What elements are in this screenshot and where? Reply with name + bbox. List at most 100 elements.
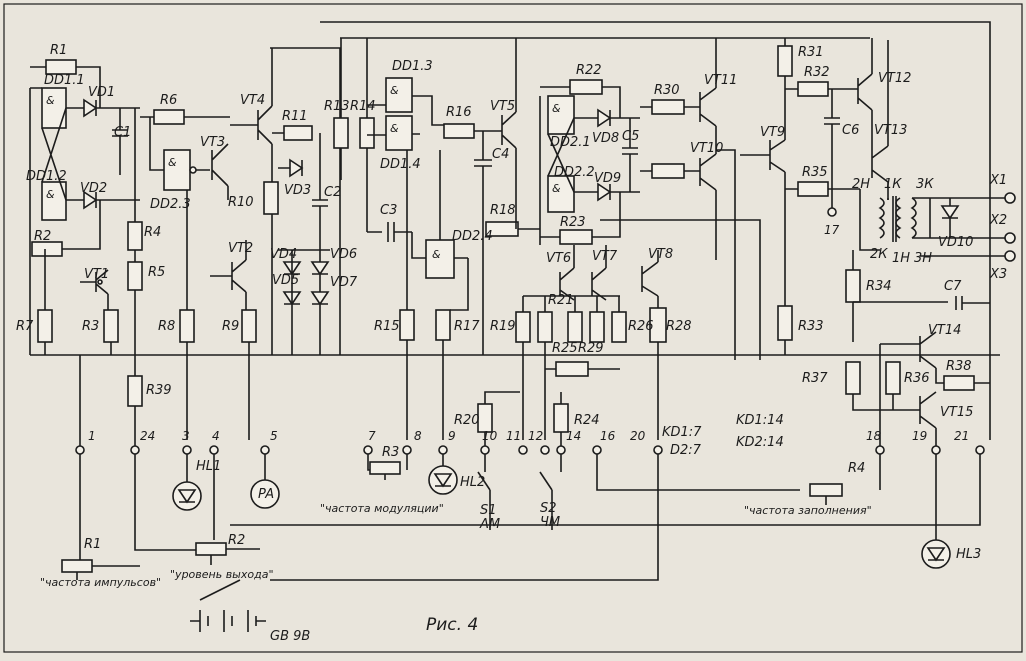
transformer-core [859, 189, 930, 251]
r6-resistor [153, 109, 185, 125]
labels-dd2-2-label: DD2.2 [554, 165, 595, 180]
s1-s2-switches[interactable] [477, 454, 562, 530]
knob-wipers [76, 474, 827, 580]
r17-resistor [435, 309, 451, 341]
labels-vt13-label: VT13 [874, 123, 907, 138]
r19-resistor [515, 311, 531, 343]
labels-r21-label: R21 [548, 293, 574, 308]
r31-r35-wires [784, 38, 860, 355]
labels-c7-label: C7 [944, 279, 962, 294]
r10-resistor [263, 181, 279, 215]
vt13-transistor [871, 40, 889, 200]
c4-capacitor [474, 131, 492, 355]
pins-11-label: 14 [566, 429, 581, 443]
labels-r10-label: R10 [228, 195, 254, 210]
vd9-diode [597, 182, 612, 202]
figure-notes-kd1-14-label: KD1:14 [736, 413, 784, 428]
c7-capacitor [852, 250, 990, 342]
output-wires [920, 197, 1006, 257]
pins-6-label: 8 [414, 429, 422, 443]
figure-caption-label: Рис. 4 [426, 615, 478, 635]
r38-resistor [943, 375, 975, 391]
vd1-diode [83, 98, 98, 118]
vt9-transistor [740, 139, 786, 306]
figure-notes-kd2-14-label: KD2:14 [736, 435, 784, 450]
pin-numbers: 1 24 3 4 5 7 8 9 10 11 12 14 16 20 18 19… [88, 223, 969, 443]
labels-dd2-1-label: DD2.1 [550, 135, 591, 150]
r26-resistor [611, 311, 627, 343]
lower-resistor-wires [484, 368, 620, 450]
figure-switches-s2-mode-label: ЧМ [540, 515, 560, 530]
vt4-feed [270, 47, 341, 355]
r14-resistor [359, 117, 375, 149]
r17-wires [442, 258, 469, 440]
r3-modulation-rate-knob[interactable] [369, 461, 401, 475]
labels-r37-label: R37 [802, 371, 828, 386]
dd2-3-wires [140, 116, 230, 171]
labels-vd6-label: VD6 [330, 247, 357, 262]
labels-c6-label: C6 [842, 123, 859, 138]
r4-fill-rate-knob[interactable] [809, 483, 843, 497]
r2-output-level-knob[interactable] [195, 542, 227, 556]
vt2-transistor [210, 259, 247, 310]
vt4-transistor [230, 48, 273, 182]
labels-pa-label: PA [258, 487, 274, 502]
c3-capacitor [367, 222, 412, 242]
labels-t-3k-label: 3К [916, 177, 934, 192]
dd1-4-gate [385, 115, 413, 151]
labels-vt3-label: VT3 [200, 135, 225, 150]
c2-capacitor [271, 132, 328, 355]
r32-resistor [797, 81, 829, 97]
pins-13-label: 20 [630, 429, 646, 443]
labels-dd1-2-label: DD1.2 [26, 169, 67, 184]
r1-pulse-rate-knob[interactable] [61, 559, 93, 573]
labels-vt12-label: VT12 [878, 71, 911, 86]
labels-hl1-label: HL1 [196, 459, 221, 474]
labels-r7-label: R7 [16, 319, 34, 334]
vt11-transistor [699, 38, 717, 150]
x1-terminal[interactable] [1004, 192, 1016, 204]
labels-vd3-label: VD3 [284, 183, 311, 198]
labels-dd1-3-label: DD1.3 [392, 59, 433, 74]
labels-c3-label: C3 [380, 203, 397, 218]
vt1-transistor [44, 249, 112, 355]
r36-r37-wires [852, 394, 920, 411]
vd2-diode [83, 190, 98, 210]
labels-r3-knob-label: R3 [382, 445, 399, 460]
vt1-node [97, 279, 103, 285]
label-label: & [552, 182, 561, 195]
r33-resistor [777, 305, 793, 341]
labels-c2-label: C2 [324, 185, 341, 200]
labels-c1-label: C1 [114, 125, 131, 140]
r15-resistor [399, 309, 415, 341]
labels-vt5-label: VT5 [490, 99, 515, 114]
labels-r8-label: R8 [158, 319, 175, 334]
dd2-3-inverter [189, 166, 197, 174]
r1-resistor [45, 59, 77, 75]
pins-10-label: 12 [528, 429, 543, 443]
labels-r34-label: R34 [866, 279, 892, 294]
r9-wires [245, 240, 250, 440]
x2-terminal[interactable] [1004, 232, 1016, 244]
r24-resistor [553, 403, 569, 433]
labels-r2-knob-label: R2 [228, 533, 245, 548]
r34-resistor [845, 269, 861, 303]
pins-0-label: 1 [88, 429, 96, 443]
figure-knobs-pulse-rate-label: "частота импульсов" [40, 576, 161, 589]
labels-vd10-label: VD10 [938, 235, 973, 250]
r27-resistor [651, 163, 685, 179]
pins-9-label: 11 [506, 429, 521, 443]
r12-resistor [555, 361, 589, 377]
r31-resistor [777, 45, 793, 77]
x3-terminal[interactable] [1004, 250, 1016, 262]
labels-vt1-label: VT1 [84, 267, 109, 282]
r22-r23-wires [540, 86, 621, 238]
figure-switches-s1-mode-label: АМ [479, 517, 500, 532]
labels-vd1-label: VD1 [88, 85, 115, 100]
out-bus [600, 219, 761, 360]
labels-r20-label: R20 [454, 413, 480, 428]
transformer-winding-1 [878, 197, 885, 239]
labels-vd9-label: VD9 [594, 171, 621, 186]
r37-resistor [845, 361, 861, 395]
labels-r1-knob-label: R1 [84, 537, 101, 552]
